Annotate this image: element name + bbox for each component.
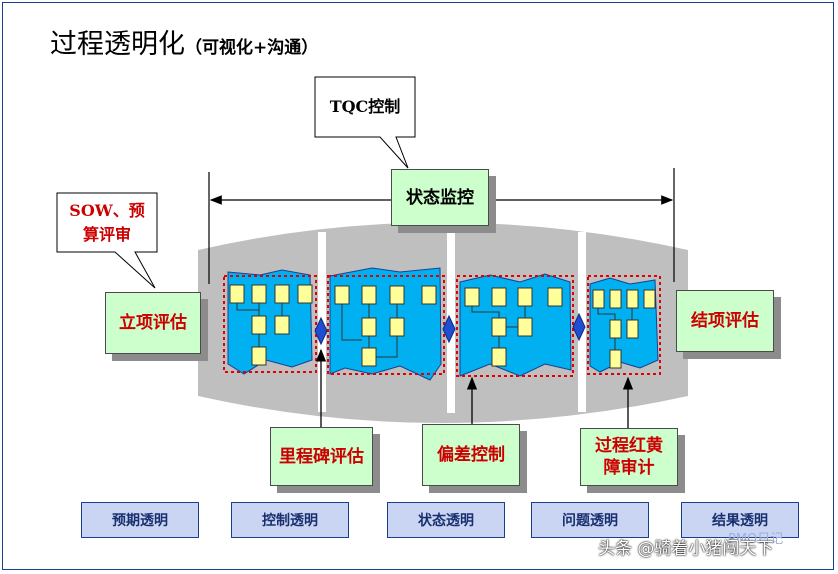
- milestone-diamond-3: [572, 312, 586, 342]
- stage-1: [223, 269, 317, 375]
- tqc-callout-bubble: [314, 76, 416, 169]
- milestone-diamond-1: [314, 316, 328, 346]
- issue-transparency-box: 问题透明: [531, 502, 649, 538]
- title-main: 过程透明化: [50, 29, 185, 60]
- sow-callout-text: SOW、预 算评审: [69, 201, 145, 244]
- sow-callout-bubble: [56, 192, 158, 289]
- watermark-text: 头条 @骑着小猪闯天下: [598, 539, 774, 559]
- title-sub: （可视化+沟通）: [185, 38, 319, 58]
- page-title: 过程透明化（可视化+沟通）: [50, 22, 318, 61]
- watermark-brand: PMO日记: [728, 532, 784, 547]
- status-transparency-box: 状态透明: [387, 502, 505, 538]
- project-start-box: 立项评估: [105, 292, 201, 354]
- status-monitor-box: 状态监控: [391, 169, 489, 226]
- stage-3: [456, 273, 574, 377]
- milestone-review-box: 里程碑评估: [270, 427, 373, 486]
- stage-4: [587, 275, 661, 375]
- expectation-transparency-box: 预期透明: [81, 502, 199, 538]
- milestone-diamond-2: [442, 314, 456, 344]
- deviation-control-box: 偏差控制: [422, 424, 520, 486]
- tqc-callout-text: TQC控制: [329, 97, 401, 116]
- result-transparency-box: 结果透明: [681, 502, 799, 538]
- stage-2: [327, 267, 445, 381]
- project-end-box: 结项评估: [676, 290, 774, 352]
- redyellow-audit-box: 过程红黄 障审计: [580, 428, 678, 486]
- control-transparency-box: 控制透明: [231, 502, 349, 538]
